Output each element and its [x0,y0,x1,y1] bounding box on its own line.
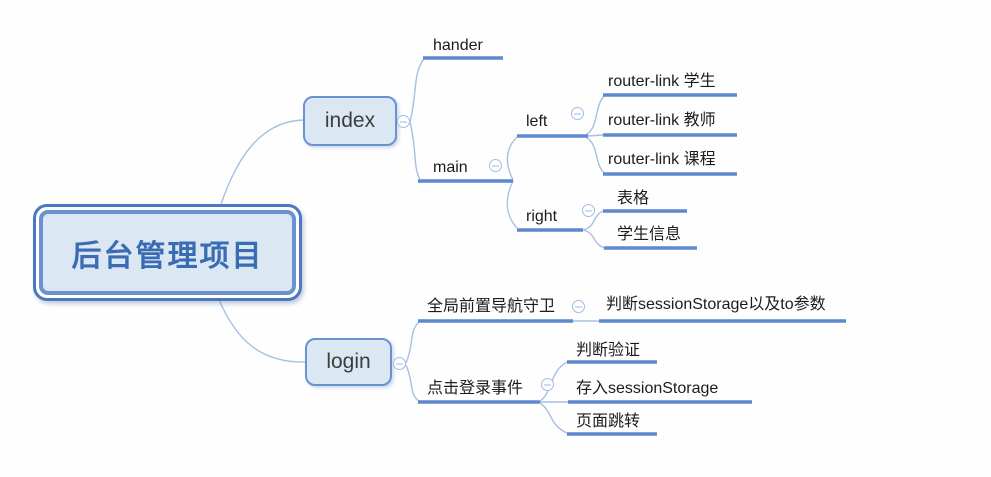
edge-login-click [405,364,420,402]
edge-left-rl-course [585,136,605,174]
topic-click-login-event[interactable]: 点击登录事件 [427,380,524,397]
topic-student-info[interactable]: 学生信息 [617,226,682,243]
topic-right[interactable]: right [526,208,558,225]
edge-root-login [216,294,307,363]
edge-index-main [409,121,421,180]
edge-index-hander [409,58,425,123]
topic-login-label: login [326,350,371,373]
central-topic[interactable]: 后台管理项目 [33,204,302,301]
edge-right-table [582,210,604,231]
edge-click-jump [539,402,568,434]
topic-index-label: index [324,109,376,132]
collapse-icon[interactable] [393,357,406,370]
topic-judge-verify[interactable]: 判断验证 [576,342,641,359]
edge-left-rl-student [585,95,605,136]
central-topic-label: 后台管理项目 [39,210,296,295]
topic-page-jump[interactable]: 页面跳转 [576,413,641,430]
edge-left-rl-teacher [587,134,604,137]
topic-router-link-teacher[interactable]: router-link 教师 [608,112,716,129]
collapse-icon[interactable] [572,300,585,313]
topic-global-nav-guard[interactable]: 全局前置导航守卫 [427,298,556,315]
topic-store-sessionstorage[interactable]: 存入sessionStorage [576,380,719,397]
topic-login[interactable]: login [305,338,392,386]
topic-index[interactable]: index [303,96,397,146]
topic-router-link-course[interactable]: router-link 课程 [608,151,716,168]
topic-router-link-student[interactable]: router-link 学生 [608,73,716,90]
edge-root-index [220,119,305,205]
topic-hander[interactable]: hander [433,37,483,54]
collapse-icon[interactable] [489,159,502,172]
edge-right-student-info [582,229,605,249]
edge-login-guard [405,321,420,364]
collapse-icon[interactable] [582,204,595,217]
collapse-icon[interactable] [397,115,410,128]
topic-judge-sessionstorage[interactable]: 判断sessionStorage以及to参数 [606,296,826,313]
edge-main-right [506,180,518,229]
topic-table[interactable]: 表格 [617,190,650,207]
edge-main-left [506,136,518,181]
collapse-icon[interactable] [571,107,584,120]
topic-left[interactable]: left [526,113,548,130]
topic-main[interactable]: main [433,159,468,176]
collapse-icon[interactable] [541,378,554,391]
